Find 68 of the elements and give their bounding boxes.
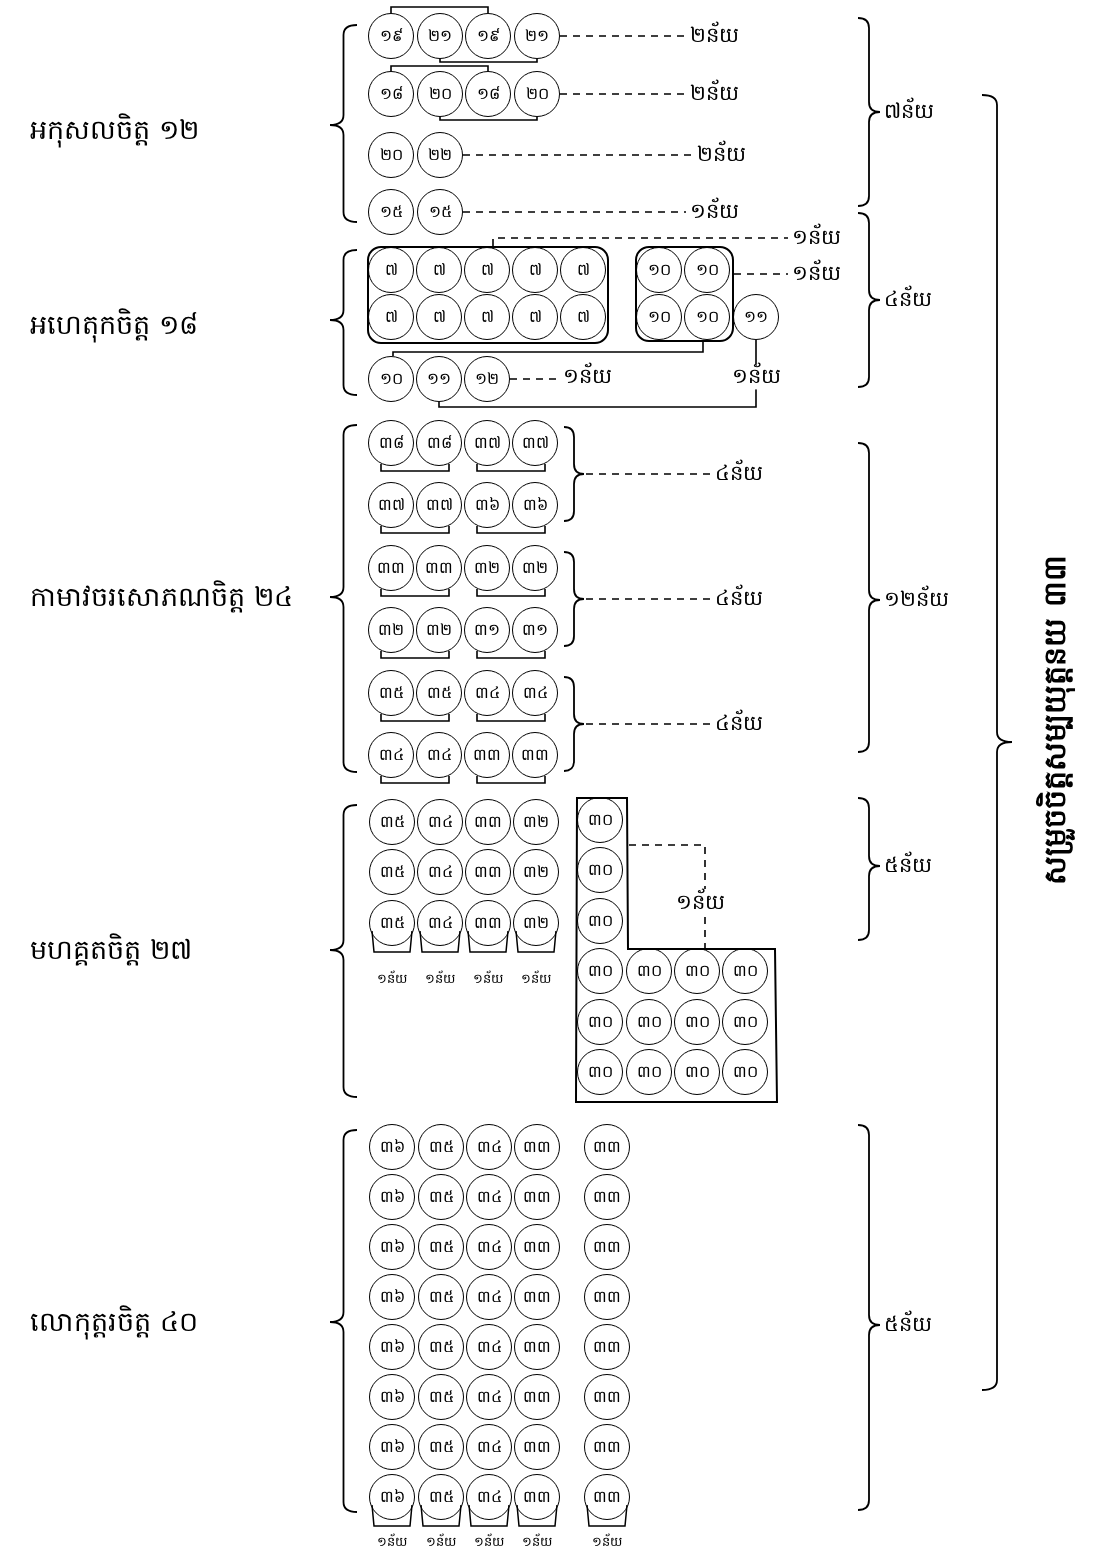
count-label: ៥ន័យ	[884, 1312, 932, 1338]
leader-line	[585, 723, 712, 725]
bracket-line	[380, 713, 450, 722]
count-label: ៤ន័យ	[715, 586, 763, 612]
count-label: ១ន័យ	[792, 225, 841, 251]
count-label: ១ន័យ	[426, 1534, 456, 1550]
count-label: ២ន័យ	[690, 81, 739, 107]
leader-line	[492, 237, 789, 247]
connector-line	[438, 339, 757, 408]
group-box	[367, 246, 609, 344]
leader-line	[462, 154, 694, 156]
group-box	[635, 246, 734, 342]
leader-line	[559, 93, 687, 95]
count-label: ១ន័យ	[522, 1534, 552, 1550]
category-label: កាមាវចរសោភណចិត្ត ២៤	[30, 580, 293, 614]
count-label: ១ន័យ	[592, 1534, 622, 1550]
count-label: ១ន័យ	[675, 890, 725, 916]
bracket-line	[380, 525, 450, 534]
count-label: ១ន័យ	[563, 364, 612, 390]
bracket-line	[476, 463, 546, 472]
number-circle: ១៨	[368, 71, 414, 117]
count-label: ៤ន័យ	[715, 711, 763, 737]
count-label: ២ន័យ	[690, 23, 739, 49]
curly-brace	[563, 676, 585, 772]
edge-label: ១ន័យ	[731, 364, 781, 390]
connector-line	[392, 341, 704, 357]
bracket-line	[476, 650, 546, 659]
leader-line	[559, 35, 687, 37]
leader-line	[704, 916, 706, 950]
bracket-line	[380, 588, 450, 597]
count-label: ១២ន័យ	[884, 587, 949, 613]
leader-line	[585, 598, 712, 600]
count-label: ៥ន័យ	[884, 853, 932, 879]
bracket-line	[380, 775, 450, 784]
category-label: អកុសលចិត្ត ១២	[30, 113, 199, 147]
curly-brace	[563, 426, 585, 522]
leader-line	[462, 211, 687, 213]
count-label: ១ន័យ	[474, 1534, 504, 1550]
bracket-line	[390, 6, 489, 14]
count-label: ២ន័យ	[697, 142, 746, 168]
count-label: ១ន័យ	[377, 971, 407, 987]
leader-line	[733, 273, 789, 275]
category-label: លោកុត្តរចិត្ត ៤០	[30, 1305, 198, 1339]
count-label: ១ន័យ	[521, 971, 551, 987]
vertical-title: សម្រួចចិត្តសម្បយុត្តនយ ៣៣	[1037, 555, 1073, 885]
count-label: ១ន័យ	[473, 971, 503, 987]
bracket-line	[476, 525, 546, 534]
curly-brace	[563, 551, 585, 647]
bracket-line	[476, 775, 546, 784]
bracket-line	[476, 588, 546, 597]
count-label: ៧ន័យ	[884, 99, 934, 125]
count-label: ១ន័យ	[425, 971, 455, 987]
count-label: ១ន័យ	[792, 261, 841, 287]
count-label: ៤ន័យ	[715, 461, 763, 487]
count-label: ១ន័យ	[690, 199, 739, 225]
bracket-line	[439, 58, 538, 63]
bracket-line	[476, 713, 546, 722]
leader-line	[628, 844, 706, 890]
leader-line	[585, 473, 712, 475]
bracket-line	[380, 463, 450, 472]
bracket-line	[439, 116, 538, 121]
count-label: ៤ន័យ	[884, 287, 932, 313]
bracket-line	[390, 65, 489, 72]
group-outline	[575, 797, 779, 1104]
category-label: មហគ្គតចិត្ត ២៧	[30, 933, 192, 967]
bracket-line	[380, 650, 450, 659]
category-label: អហេតុកចិត្ត ១៨	[30, 308, 198, 342]
count-label: ១ន័យ	[377, 1534, 407, 1550]
